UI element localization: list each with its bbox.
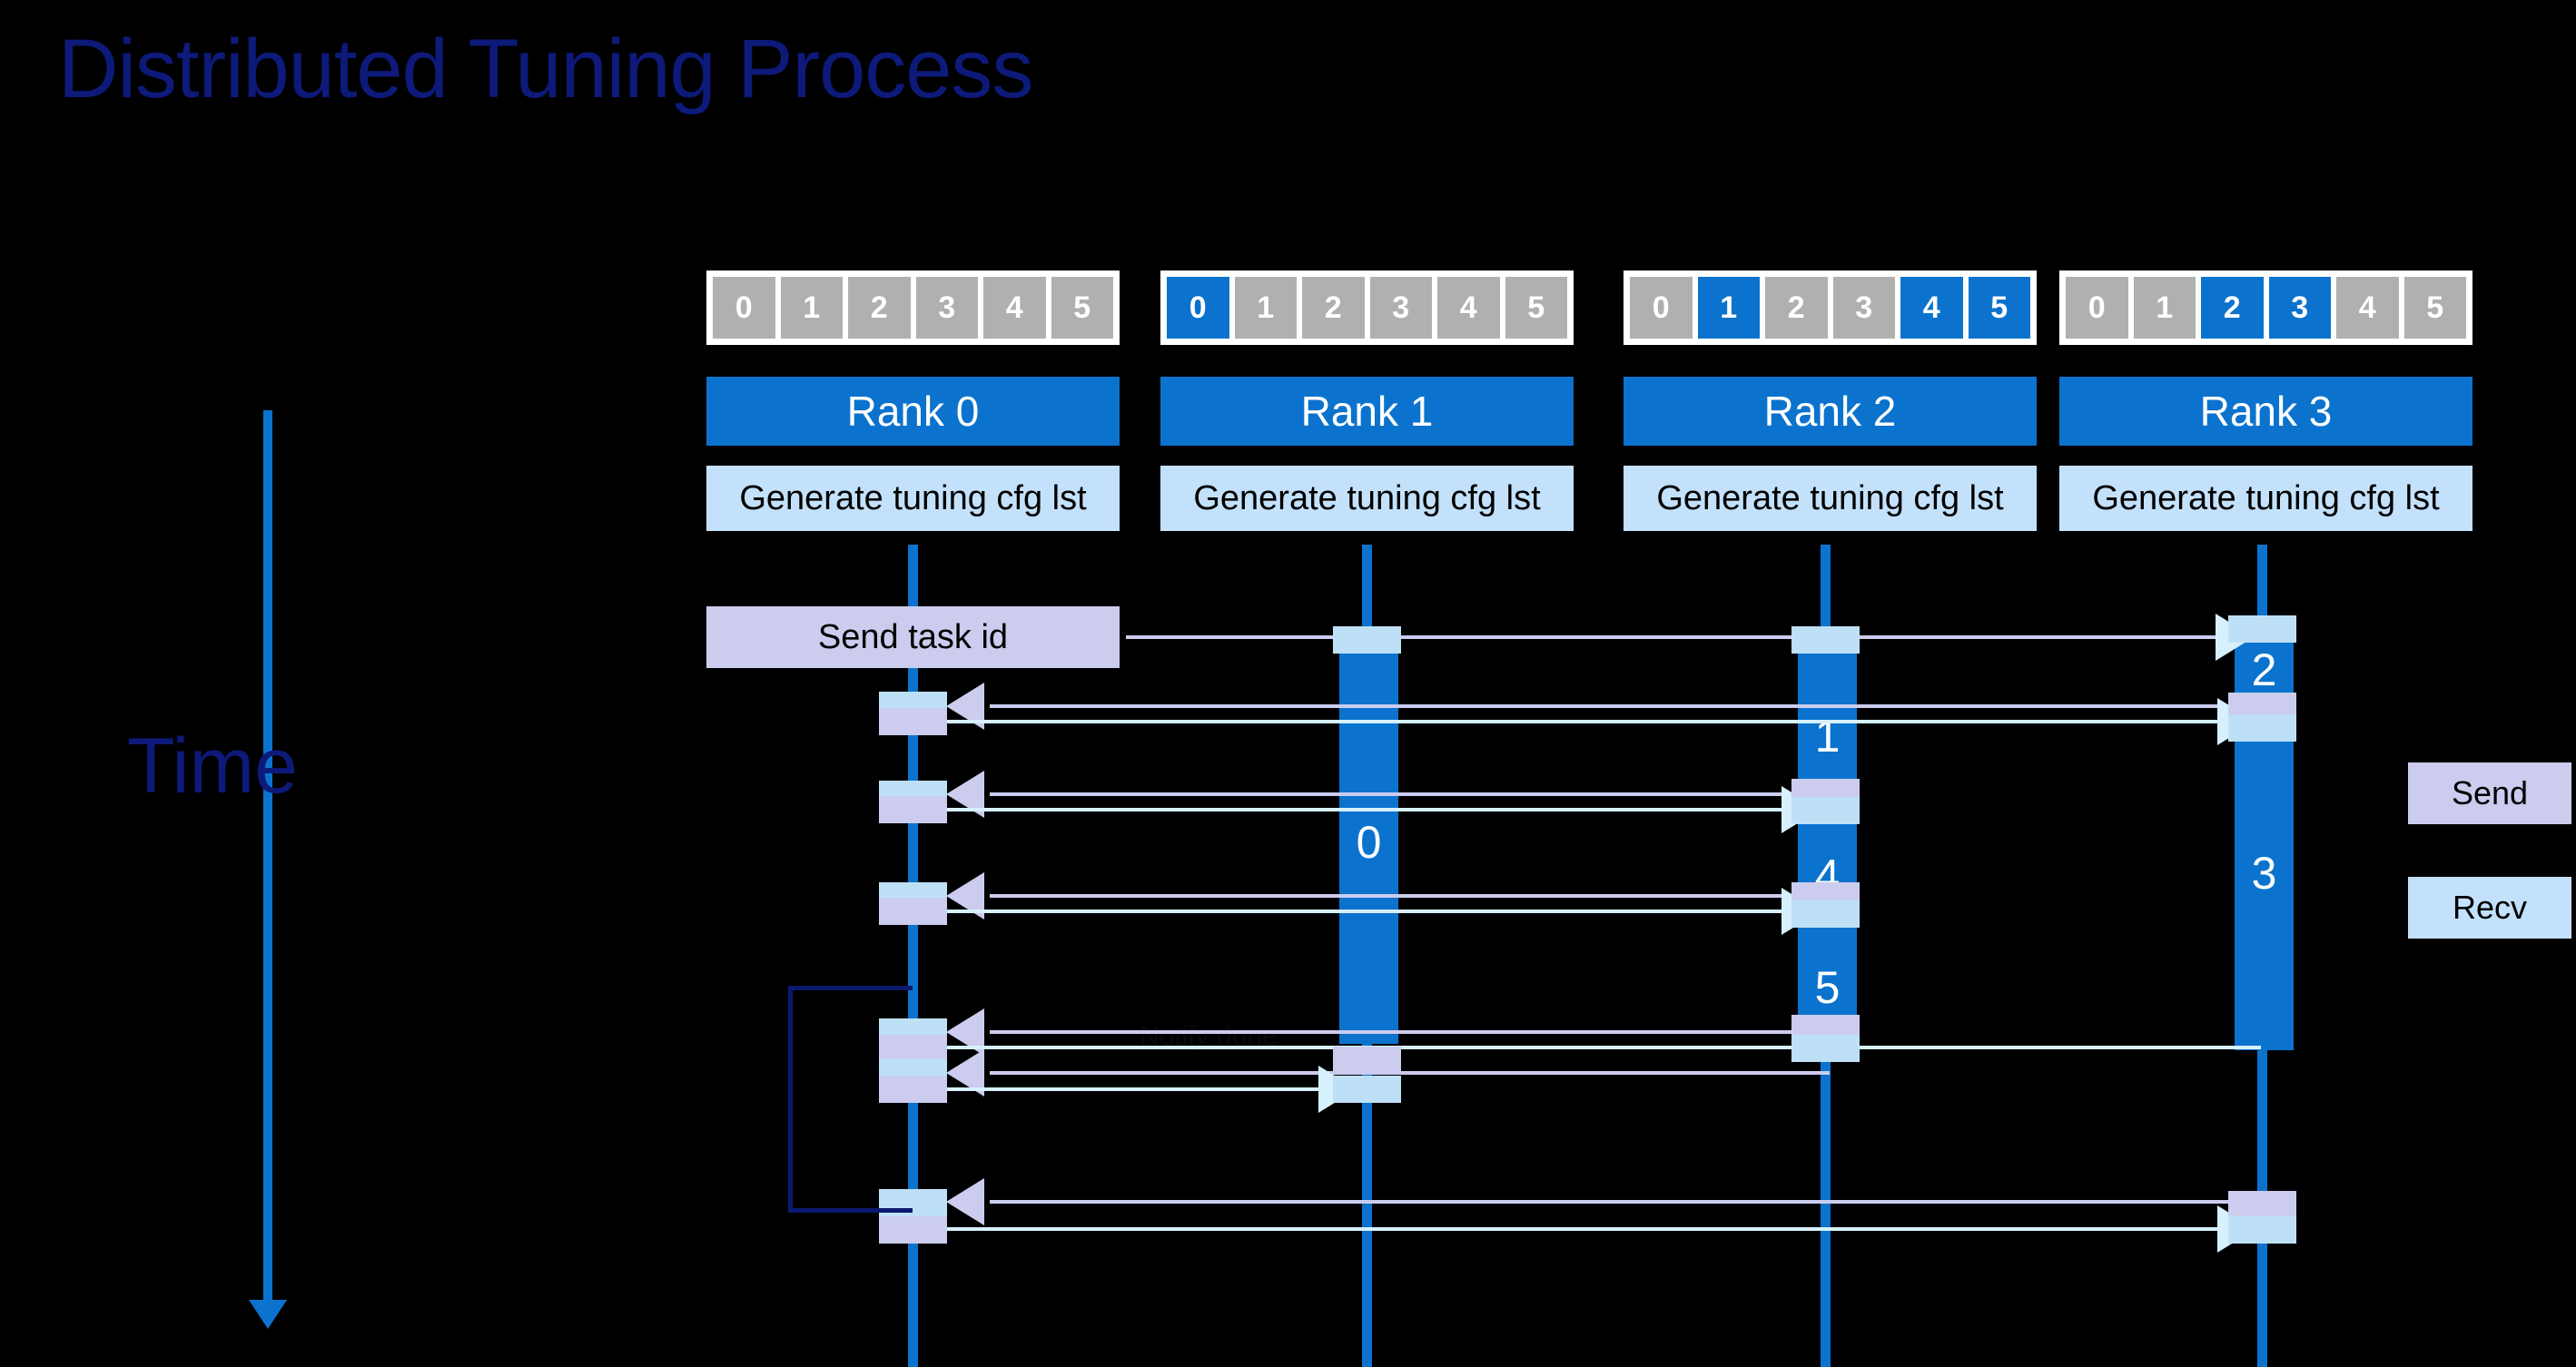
cfg-cell[interactable]: 4	[2336, 277, 2399, 339]
recv-bar[interactable]	[1791, 1035, 1860, 1062]
message-arrow-send	[990, 1071, 1830, 1075]
legend-recv-label: Recv	[2452, 889, 2528, 926]
cfg-cell[interactable]: 3	[1369, 277, 1432, 339]
recv-bar[interactable]	[1791, 797, 1860, 824]
cfg-cell[interactable]: 2	[1765, 277, 1828, 339]
cfg-list-rank-1: 0 1 2 3 4 5	[1160, 270, 1574, 345]
time-axis-line	[263, 410, 272, 1318]
cfg-cell[interactable]: 0	[1167, 277, 1229, 339]
cfg-cell[interactable]: 3	[2268, 277, 2331, 339]
cfg-cell[interactable]: 3	[1832, 277, 1895, 339]
task-block-rank3-3[interactable]: 3	[2235, 696, 2294, 1050]
cfg-cell[interactable]: 0	[2066, 277, 2128, 339]
rank-column-2: 0 1 2 3 4 5 Rank 2 Generate tuning cfg l…	[1624, 270, 2037, 531]
cfg-list-rank-3: 0 1 2 3 4 5	[2059, 270, 2472, 345]
arrow-head-left-icon	[946, 1178, 984, 1225]
recv-bar[interactable]	[1791, 626, 1860, 654]
cfg-cell[interactable]: 3	[915, 277, 978, 339]
cfg-cell[interactable]: 1	[1234, 277, 1297, 339]
lifeline-rank-0	[908, 545, 918, 1367]
send-bar[interactable]	[879, 796, 947, 823]
message-arrow-send	[990, 1200, 2261, 1204]
cfg-cell[interactable]: 2	[2201, 277, 2264, 339]
send-bar[interactable]	[879, 1076, 947, 1103]
recv-bar[interactable]	[1333, 1076, 1401, 1103]
generate-cfg-box-1: Generate tuning cfg lst	[1160, 466, 1574, 531]
message-arrow-send	[990, 894, 1830, 898]
cfg-cell[interactable]: 4	[1900, 277, 1963, 339]
cfg-list-rank-0: 0 1 2 3 4 5	[706, 270, 1120, 345]
legend-recv: Recv	[2408, 877, 2571, 939]
rank-title-3: Rank 3	[2059, 377, 2472, 446]
rank-column-1: 0 1 2 3 4 5 Rank 1 Generate tuning cfg l…	[1160, 270, 1574, 531]
cfg-cell[interactable]: 4	[983, 277, 1046, 339]
cfg-cell[interactable]: 0	[1630, 277, 1693, 339]
recv-bar[interactable]	[2228, 714, 2296, 742]
message-arrow-recv	[944, 1227, 2234, 1231]
rank-column-3: 0 1 2 3 4 5 Rank 3 Generate tuning cfg l…	[2059, 270, 2472, 531]
cfg-cell[interactable]: 1	[1697, 277, 1760, 339]
time-axis-label: Time	[127, 723, 298, 810]
message-arrow-send	[990, 704, 2261, 708]
rank-title-2: Rank 2	[1624, 377, 2037, 446]
rank-column-0: 0 1 2 3 4 5 Rank 0 Generate tuning cfg l…	[706, 270, 1120, 531]
recv-bar[interactable]	[2228, 1216, 2296, 1244]
cfg-cell[interactable]: 0	[713, 277, 775, 339]
send-bar[interactable]	[879, 708, 947, 735]
send-bar[interactable]	[879, 898, 947, 925]
send-bar[interactable]	[879, 1216, 947, 1244]
cfg-cell[interactable]: 5	[2403, 277, 2466, 339]
message-arrow-recv	[944, 808, 1802, 811]
cfg-cell[interactable]: 5	[1968, 277, 2030, 339]
page-title: Distributed Tuning Process	[58, 23, 1033, 115]
task-block-rank1-0[interactable]: 0	[1339, 640, 1398, 1044]
cfg-cell[interactable]: 5	[1505, 277, 1567, 339]
send-bar[interactable]	[879, 1035, 947, 1062]
cfg-cell[interactable]: 1	[2133, 277, 2196, 339]
send-bar[interactable]	[1333, 1047, 1401, 1074]
generate-cfg-box-3: Generate tuning cfg lst	[2059, 466, 2472, 531]
cfg-list-rank-2: 0 1 2 3 4 5	[1624, 270, 2037, 345]
message-arrow-recv	[944, 910, 1802, 913]
legend-send-label: Send	[2451, 774, 2529, 811]
rank-title-0: Rank 0	[706, 377, 1120, 446]
message-arrow-send	[990, 792, 1830, 796]
message-arrow-recv	[944, 1087, 1380, 1091]
recv-bar[interactable]	[2228, 615, 2296, 643]
time-axis-arrow-icon	[249, 1300, 287, 1329]
generate-cfg-box-2: Generate tuning cfg lst	[1624, 466, 2037, 531]
recv-bar[interactable]	[1333, 626, 1401, 654]
message-arrow-send	[990, 1030, 1830, 1034]
cfg-cell[interactable]: 2	[1302, 277, 1365, 339]
cfg-cell[interactable]: 2	[848, 277, 911, 339]
recv-bar[interactable]	[1791, 900, 1860, 928]
cfg-cell[interactable]: 5	[1051, 277, 1113, 339]
message-arrow-recv	[944, 720, 2234, 723]
cfg-cell[interactable]: 4	[1437, 277, 1500, 339]
loop-bracket	[788, 986, 913, 1213]
generate-cfg-box-0: Generate tuning cfg lst	[706, 466, 1120, 531]
message-arrow-send	[1126, 635, 2229, 639]
send-bar[interactable]	[2228, 1191, 2296, 1218]
send-task-id-callout: Send task id	[706, 606, 1120, 668]
legend-send: Send	[2408, 762, 2571, 824]
message-arrow-recv	[944, 1046, 2261, 1049]
rank-title-1: Rank 1	[1160, 377, 1574, 446]
cfg-cell[interactable]: 1	[780, 277, 843, 339]
task-block-rank3-2[interactable]: 2	[2235, 635, 2294, 703]
